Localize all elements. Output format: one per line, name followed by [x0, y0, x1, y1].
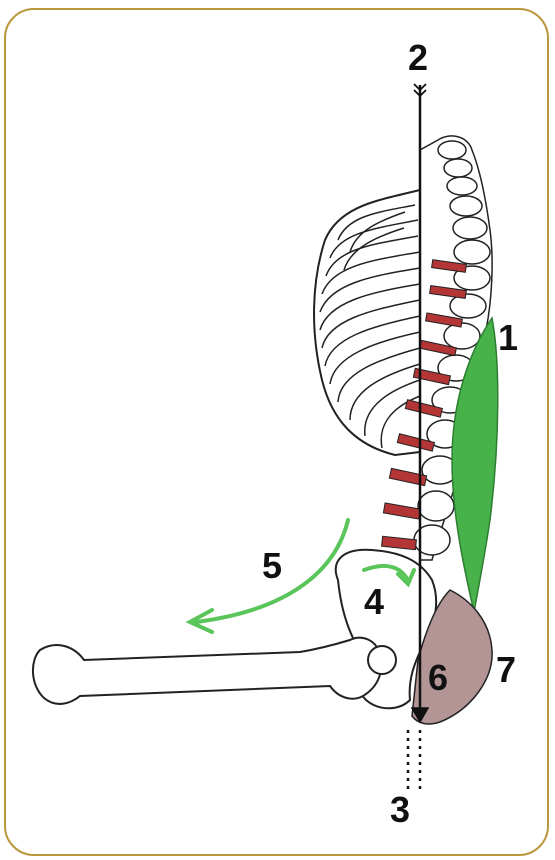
label-2: 2 [408, 40, 428, 76]
label-7: 7 [496, 652, 516, 688]
label-1: 1 [498, 320, 518, 356]
label-6: 6 [428, 660, 448, 696]
femoral-head [368, 646, 396, 674]
rib-cage [314, 190, 420, 455]
femur [33, 638, 382, 704]
label-4: 4 [364, 584, 384, 620]
label-3: 3 [390, 792, 410, 828]
dotted-reference-lines [408, 730, 420, 790]
label-5: 5 [262, 548, 282, 584]
